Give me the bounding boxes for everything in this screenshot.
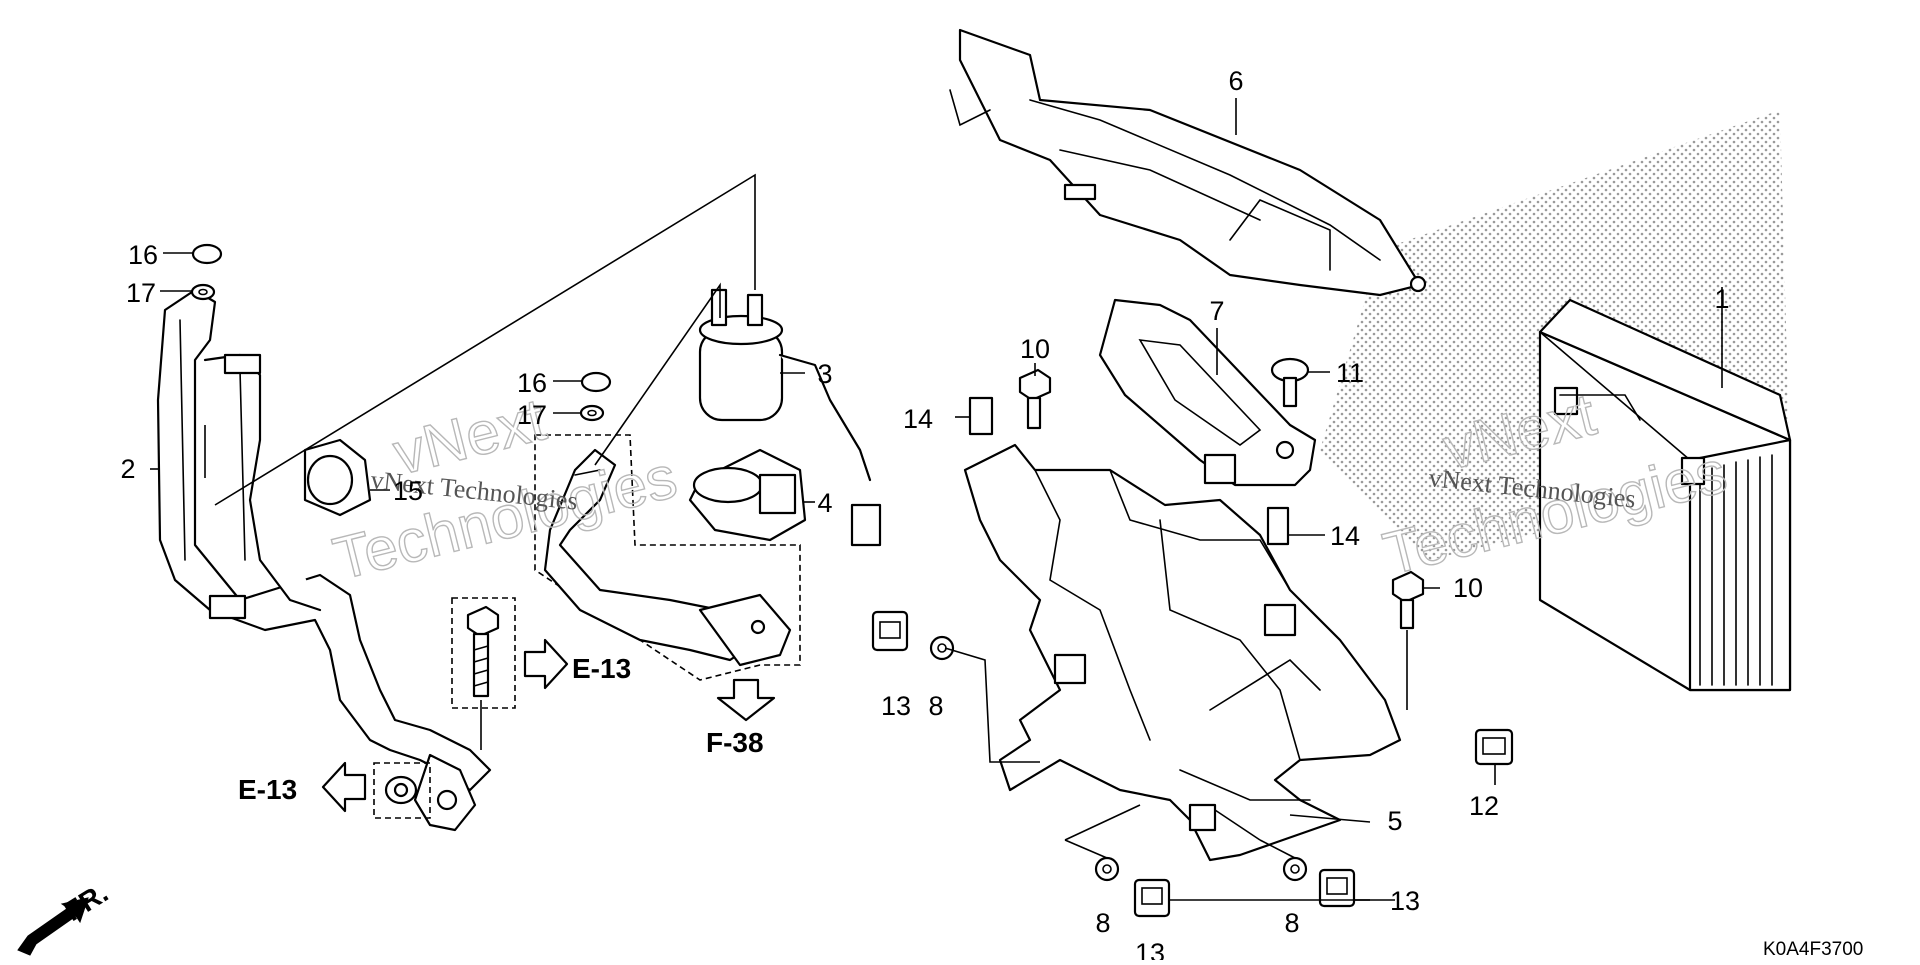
ref-label-f38[interactable]: F-38 bbox=[706, 727, 764, 758]
callout-8-left: 8 bbox=[928, 691, 943, 721]
callout-17-left: 17 bbox=[126, 278, 156, 308]
starter-relay-part-3[interactable] bbox=[698, 288, 882, 547]
ref-label-e13-right[interactable]: E-13 bbox=[572, 653, 631, 684]
washer-8-left[interactable] bbox=[929, 635, 955, 661]
callout-10-top: 10 bbox=[1020, 334, 1050, 364]
callout-13-bottom: 13 bbox=[1135, 938, 1165, 960]
relay-holder-part-4[interactable] bbox=[688, 448, 815, 542]
callout-3: 3 bbox=[817, 359, 832, 389]
clip-nut-13-right[interactable] bbox=[1318, 868, 1356, 908]
washer-8-bottom-left[interactable] bbox=[1094, 856, 1120, 882]
callout-8-bottom-right: 8 bbox=[1284, 908, 1299, 938]
leader-lines bbox=[160, 173, 1496, 901]
nut-assembly[interactable] bbox=[373, 762, 431, 819]
battery-cover-part-6[interactable] bbox=[949, 28, 1427, 297]
battery-part-1[interactable] bbox=[1538, 287, 1792, 692]
bolt-10-right[interactable] bbox=[1391, 570, 1425, 710]
washer-17-middle[interactable] bbox=[579, 404, 605, 422]
washer-17-left[interactable] bbox=[190, 283, 216, 301]
callout-5: 5 bbox=[1387, 806, 1402, 836]
callout-13-left: 13 bbox=[881, 691, 911, 721]
screw-11[interactable] bbox=[1270, 357, 1310, 408]
callout-8-bottom-left: 8 bbox=[1095, 908, 1110, 938]
clip-14-left[interactable] bbox=[968, 396, 994, 436]
callout-15: 15 bbox=[393, 476, 423, 506]
clip-nut-12[interactable] bbox=[1474, 728, 1514, 766]
diagram-code: K0A4F3700 bbox=[1763, 939, 1863, 960]
clamp-part-15[interactable] bbox=[303, 438, 390, 517]
callout-13-right: 13 bbox=[1390, 886, 1420, 916]
clip-nut-13-bottom[interactable] bbox=[1133, 878, 1171, 918]
nut-16-middle[interactable] bbox=[580, 371, 612, 393]
callout-labels: 1 2 3 4 5 6 7 8 8 8 10 10 11 12 13 13 13… bbox=[120, 66, 1729, 965]
bracket-part-7[interactable] bbox=[1098, 298, 1317, 487]
nut-16-left[interactable] bbox=[191, 243, 223, 265]
callout-14-left: 14 bbox=[903, 404, 933, 434]
callout-4: 4 bbox=[817, 488, 832, 518]
ref-arrow-e13-right[interactable] bbox=[523, 638, 569, 690]
clip-nut-13-left[interactable] bbox=[871, 610, 909, 652]
callout-2: 2 bbox=[120, 454, 135, 484]
ref-arrow-e13-left[interactable] bbox=[321, 761, 367, 813]
callout-14-right: 14 bbox=[1330, 521, 1360, 551]
ref-arrow-f38[interactable] bbox=[716, 678, 776, 722]
callout-12: 12 bbox=[1469, 791, 1499, 821]
callout-16-middle: 16 bbox=[517, 368, 547, 398]
callout-11: 11 bbox=[1336, 358, 1364, 388]
washer-8-bottom-right[interactable] bbox=[1282, 856, 1308, 882]
callout-16-left: 16 bbox=[128, 240, 158, 270]
ref-label-e13-left[interactable]: E-13 bbox=[238, 774, 297, 805]
callout-7: 7 bbox=[1209, 296, 1224, 326]
callout-6: 6 bbox=[1228, 66, 1243, 96]
bolt-10-top[interactable] bbox=[1018, 368, 1052, 430]
callout-10-right: 10 bbox=[1453, 573, 1483, 603]
front-direction-arrow-icon bbox=[17, 897, 89, 956]
battery-box-part-5[interactable] bbox=[963, 443, 1402, 862]
callout-1: 1 bbox=[1714, 284, 1729, 314]
clip-14-right[interactable] bbox=[1266, 506, 1290, 546]
callout-17-middle: 17 bbox=[517, 400, 547, 430]
bolt-assembly[interactable] bbox=[451, 597, 516, 750]
relay-cable-assembly[interactable] bbox=[534, 434, 801, 681]
